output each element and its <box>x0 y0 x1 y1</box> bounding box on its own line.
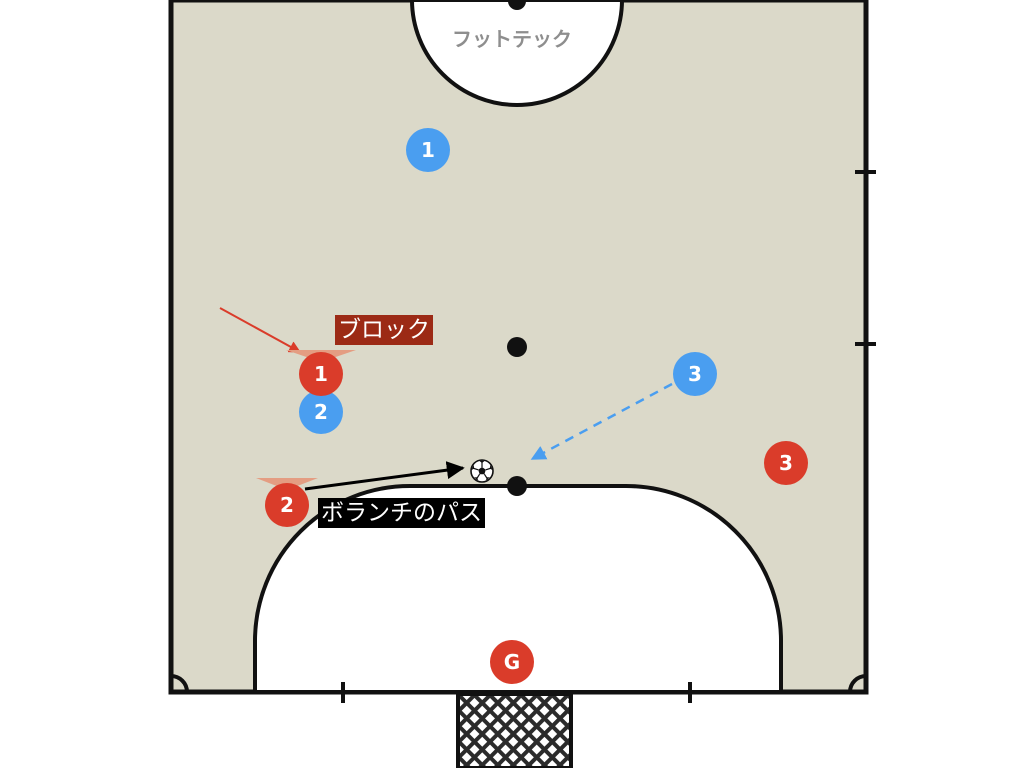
red-player-2: 2 <box>265 483 309 527</box>
block-label: ブロック <box>335 315 433 345</box>
player-number: G <box>504 650 520 674</box>
red-goalkeeper: G <box>490 640 534 684</box>
player-number: 2 <box>280 493 294 517</box>
blue-player-2: 2 <box>299 390 343 434</box>
penalty-spot <box>507 476 527 496</box>
center-spot <box>508 0 526 10</box>
watermark: フットテック <box>452 27 572 51</box>
blue-player-3: 3 <box>673 352 717 396</box>
red-player-3: 3 <box>764 441 808 485</box>
corner-arc-right <box>848 674 867 693</box>
corner-arc-left <box>170 674 189 693</box>
player-number: 3 <box>688 362 702 386</box>
pass-arrow <box>304 461 465 491</box>
blue-player-1: 1 <box>406 128 450 172</box>
player-number: 1 <box>314 362 328 386</box>
second-penalty-spot <box>507 337 527 357</box>
press-arrow <box>219 307 302 353</box>
run-arrow <box>530 382 673 461</box>
player-number: 2 <box>314 400 328 424</box>
goal-net-icon <box>456 692 573 768</box>
player-number: 1 <box>421 138 435 162</box>
soccer-ball-icon <box>470 459 494 483</box>
pivot-pass-label: ボランチのパス <box>318 498 485 528</box>
penalty-area <box>253 484 783 694</box>
player-number: 3 <box>779 451 793 475</box>
red-player-1: 1 <box>299 352 343 396</box>
center-circle <box>409 0 625 107</box>
